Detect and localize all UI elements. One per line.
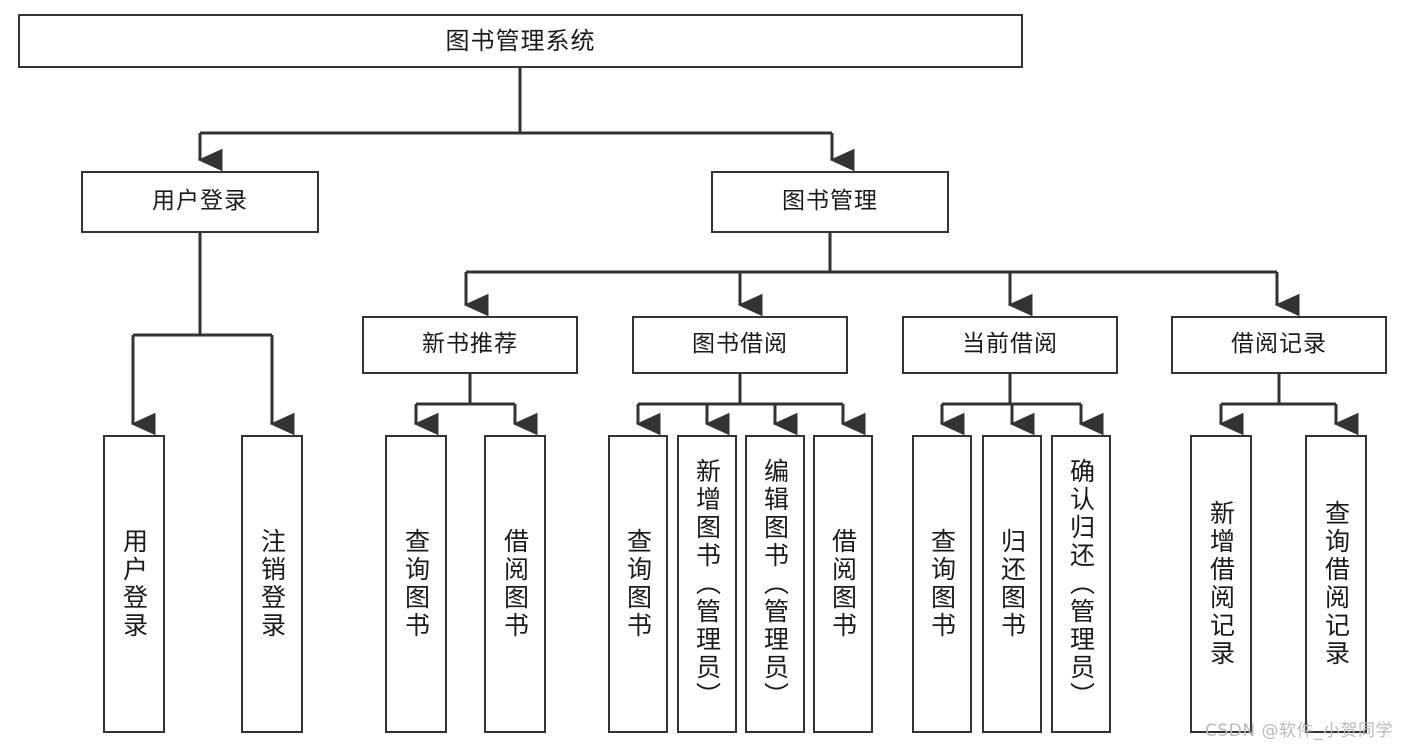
node-current-borrow-label: 当前借阅 <box>962 331 1058 358</box>
leaf-borrow-book-recommend[interactable]: 借阅图书 <box>484 435 546 733</box>
leaf-add-book-admin[interactable]: 新增图书（管理员） <box>677 435 737 733</box>
node-book-borrow-label: 图书借阅 <box>692 331 788 358</box>
leaf-user-logout-label: 注销登录 <box>257 528 287 640</box>
node-book-management-label: 图书管理 <box>782 188 878 215</box>
leaf-add-borrow-record[interactable]: 新增借阅记录 <box>1190 435 1252 733</box>
leaf-edit-book-admin-label: 编辑图书（管理员） <box>760 458 790 710</box>
leaf-user-logout[interactable]: 注销登录 <box>241 435 303 733</box>
leaf-query-book-current[interactable]: 查询图书 <box>912 435 972 733</box>
node-root[interactable]: 图书管理系统 <box>18 14 1023 68</box>
node-user-login[interactable]: 用户登录 <box>81 171 319 233</box>
leaf-query-borrow-record[interactable]: 查询借阅记录 <box>1305 435 1367 733</box>
leaf-query-book-recommend-label: 查询图书 <box>401 528 431 640</box>
node-root-label: 图书管理系统 <box>445 26 596 55</box>
leaf-query-book[interactable]: 查询图书 <box>608 435 668 733</box>
node-borrow-record[interactable]: 借阅记录 <box>1171 316 1387 374</box>
leaf-borrow-book-recommend-label: 借阅图书 <box>500 528 530 640</box>
leaf-query-book-label: 查询图书 <box>623 528 653 640</box>
leaf-borrow-book[interactable]: 借阅图书 <box>813 435 873 733</box>
leaf-return-book-label: 归还图书 <box>997 528 1027 640</box>
leaf-confirm-return-admin-label: 确认归还（管理员） <box>1066 458 1096 710</box>
node-borrow-record-label: 借阅记录 <box>1231 331 1327 358</box>
csdn-watermark: CSDN @软件_小贺同学 <box>1205 721 1393 741</box>
leaf-add-borrow-record-label: 新增借阅记录 <box>1206 500 1236 668</box>
leaf-return-book[interactable]: 归还图书 <box>982 435 1042 733</box>
leaf-query-book-current-label: 查询图书 <box>927 528 957 640</box>
leaf-query-book-recommend[interactable]: 查询图书 <box>385 435 447 733</box>
leaf-user-login-label: 用户登录 <box>119 528 149 640</box>
leaf-add-book-admin-label: 新增图书（管理员） <box>692 458 722 710</box>
leaf-confirm-return-admin[interactable]: 确认归还（管理员） <box>1051 435 1111 733</box>
leaf-edit-book-admin[interactable]: 编辑图书（管理员） <box>745 435 805 733</box>
leaf-query-borrow-record-label: 查询借阅记录 <box>1321 500 1351 668</box>
node-new-book-recommend[interactable]: 新书推荐 <box>362 316 578 374</box>
node-book-borrow[interactable]: 图书借阅 <box>632 316 848 374</box>
node-new-book-recommend-label: 新书推荐 <box>422 331 518 358</box>
node-current-borrow[interactable]: 当前借阅 <box>902 316 1118 374</box>
node-user-login-label: 用户登录 <box>152 188 248 215</box>
leaf-borrow-book-label: 借阅图书 <box>828 528 858 640</box>
leaf-user-login[interactable]: 用户登录 <box>103 435 165 733</box>
node-book-management[interactable]: 图书管理 <box>711 171 949 233</box>
